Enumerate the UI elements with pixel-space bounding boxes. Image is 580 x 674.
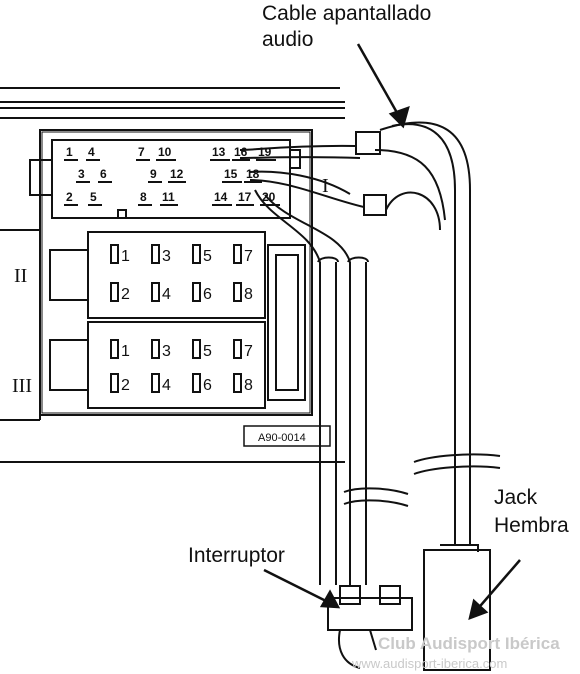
pin-label: 2 xyxy=(121,286,130,303)
jack-label-line1: Jack xyxy=(494,486,538,509)
pin-label: 8 xyxy=(244,286,253,303)
pin-label: 7 xyxy=(244,343,253,360)
pin-label: 13 xyxy=(212,145,226,159)
pin-label: 10 xyxy=(158,145,172,159)
pin-underlines xyxy=(64,159,280,206)
reference-code-box: A90-0014 xyxy=(243,425,331,447)
pin-label: 5 xyxy=(90,190,97,204)
cable-break-marks xyxy=(343,453,501,507)
pin-label: 1 xyxy=(121,248,130,265)
pin-label: 17 xyxy=(238,190,252,204)
pin-label: 1 xyxy=(121,343,130,360)
pin-label: 1 xyxy=(66,145,73,159)
pin-label: 2 xyxy=(121,377,130,394)
pin-label: 6 xyxy=(203,286,212,303)
pin-block-iii: 1 3 5 7 2 4 6 8 xyxy=(110,339,253,394)
pin-label: 7 xyxy=(138,145,145,159)
pin-label: 5 xyxy=(203,248,212,265)
pin-label: 4 xyxy=(162,286,171,303)
watermark-url: www.audisport-iberica.com xyxy=(351,656,507,671)
callout-arrows xyxy=(263,43,521,620)
pin-label: 7 xyxy=(244,248,253,265)
iso-connector-housing xyxy=(29,129,313,416)
pin-label: 3 xyxy=(162,343,171,360)
pin-label: 4 xyxy=(88,145,95,159)
pin-label: 2 xyxy=(66,190,73,204)
reference-code: A90-0014 xyxy=(258,432,306,444)
group-label-iii: III xyxy=(12,375,32,397)
jack-connector xyxy=(423,544,491,671)
pin-label: 14 xyxy=(214,190,228,204)
pin-label: 6 xyxy=(203,377,212,394)
pin-label: 5 xyxy=(203,343,212,360)
cable-label-line2: audio xyxy=(262,28,313,51)
pin-label: 8 xyxy=(140,190,147,204)
switch-label: Interruptor xyxy=(188,544,285,567)
cable-label-line1: Cable apantallado xyxy=(262,2,431,25)
switch-body xyxy=(327,585,413,669)
pin-label: 20 xyxy=(262,190,276,204)
pin-label: 11 xyxy=(162,190,175,204)
group-label-ii: II xyxy=(14,265,27,287)
pin-label: 12 xyxy=(170,167,184,181)
pin-label: 16 xyxy=(234,145,248,159)
pin-row-middle: 3 6 9 12 15 18 xyxy=(78,167,260,181)
pin-label: 3 xyxy=(162,248,171,265)
pin-label: 18 xyxy=(246,167,260,181)
pin-label: 6 xyxy=(100,167,107,181)
jack-label-line2: Hembra xyxy=(494,514,569,537)
group-label-i: I xyxy=(322,175,329,197)
pin-block-ii: 1 3 5 7 2 4 6 8 xyxy=(110,244,253,303)
pin-label: 3 xyxy=(78,167,85,181)
watermark-title: Club Audisport Ibérica xyxy=(378,634,560,653)
pin-label: 4 xyxy=(162,377,171,394)
pin-row-bottom: 2 5 8 11 14 17 20 xyxy=(66,190,276,204)
pin-label: 15 xyxy=(224,167,238,181)
pin-label: 9 xyxy=(150,167,157,181)
pin-row-top: 1 4 7 10 13 16 19 xyxy=(66,145,272,159)
pin-label: 8 xyxy=(244,377,253,394)
